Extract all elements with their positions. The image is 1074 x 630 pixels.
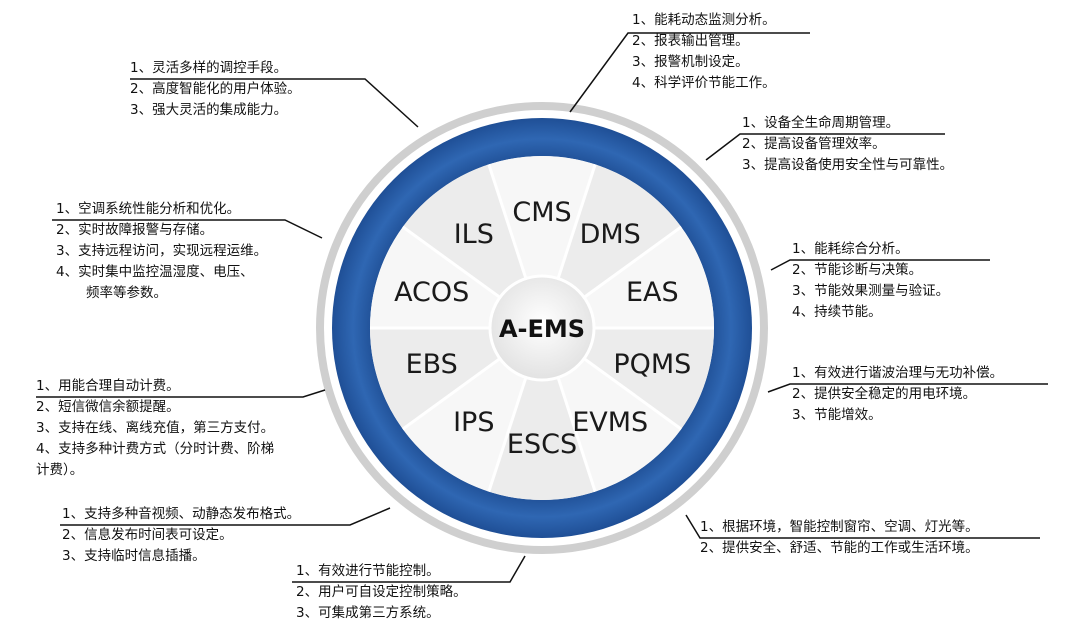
callout-pqms: 1、有效进行谐波治理与无功补偿。 2、提供安全稳定的用电环境。 3、节能增效。: [792, 363, 1003, 426]
leader-ebs: [36, 389, 326, 398]
callout-ebs: 1、用能合理自动计费。 2、短信微信余额提醒。 3、支持在线、离线充值，第三方支付。…: [36, 376, 274, 481]
callout-item: 2、节能诊断与决策。: [792, 262, 923, 278]
leader-cms: [569, 32, 810, 113]
callout-item: 1、用能合理自动计费。: [36, 378, 180, 394]
callout-acos: 1、空调系统性能分析和优化。 2、实时故障报警与存储。 3、支持远程访问，实现远程运…: [56, 199, 267, 304]
callout-cms: 1、能耗动态监测分析。 2、报表输出管理。 3、报警机制设定。 4、科学评价节能工作。: [632, 10, 776, 94]
callout-item: 3、报警机制设定。: [632, 54, 749, 70]
callout-escs: 1、有效进行节能控制。 2、用户可自设定控制策略。 3、可集成第三方系统。: [296, 561, 467, 624]
callout-item: 1、能耗综合分析。: [792, 241, 909, 257]
callout-item: 4、科学评价节能工作。: [632, 75, 776, 91]
leader-lines: [36, 32, 1048, 583]
callout-item: 计费）。: [36, 462, 84, 478]
leader-dms: [705, 133, 945, 161]
callout-item: 2、提供安全稳定的用电环境。: [792, 386, 977, 402]
callout-item: 1、灵活多样的调控手段。: [130, 60, 288, 76]
segment-divider: [401, 357, 501, 431]
callout-item: 3、节能增效。: [792, 407, 882, 423]
segment-divider: [487, 377, 528, 493]
callout-item: 1、能耗动态监测分析。: [632, 12, 776, 28]
leader-evms: [685, 514, 1040, 539]
segment-divider: [583, 225, 683, 299]
segment-escs: [488, 328, 596, 501]
center-label: A-EMS: [499, 315, 585, 343]
segment-label-ebs: EBS: [406, 349, 458, 380]
callout-item: 1、根据环境，智能控制窗帘、空调、灯光等。: [700, 519, 979, 535]
leader-acos: [52, 219, 323, 239]
callout-item: 2、实时故障报警与存储。: [56, 222, 214, 238]
hub-circle: [488, 274, 596, 382]
segment-label-ips: IPS: [453, 407, 494, 438]
segment-divider: [556, 377, 597, 493]
callout-item: 3、支持在线、离线充值，第三方支付。: [36, 420, 275, 436]
leader-eas: [770, 259, 990, 271]
callout-ips: 1、支持多种音视频、动静态发布格式。 2、信息发布时间表可设定。 3、支持临时信息插…: [62, 504, 300, 567]
callout-item: 2、高度智能化的用户体验。: [130, 81, 301, 97]
segment-label-pqms: PQMS: [613, 349, 691, 380]
callout-item: 4、实时集中监控温湿度、电压、: [56, 264, 254, 280]
dividers-group: [370, 163, 714, 493]
callout-item: 3、强大灵活的集成能力。: [130, 102, 288, 118]
segment-cms: [488, 155, 596, 328]
callout-item: 2、提高设备管理效率。: [742, 136, 886, 152]
callout-item: 频率等参数。: [86, 285, 167, 301]
segment-ips: [402, 328, 542, 492]
segment-evms: [542, 328, 682, 492]
segment-label-ils: ILS: [454, 219, 494, 250]
segment-ils: [402, 164, 542, 328]
callout-item: 2、用户可自设定控制策略。: [296, 584, 467, 600]
segment-divider: [401, 225, 501, 299]
callout-item: 4、持续节能。: [792, 304, 882, 320]
segment-label-eas: EAS: [626, 277, 679, 308]
callout-eas: 1、能耗综合分析。 2、节能诊断与决策。 3、节能效果测量与验证。 4、持续节能。: [792, 239, 949, 323]
segment-divider: [556, 163, 597, 279]
callout-item: 2、报表输出管理。: [632, 33, 749, 49]
callout-item: 2、短信微信余额提醒。: [36, 399, 180, 415]
callout-item: 1、空调系统性能分析和优化。: [56, 201, 241, 217]
segment-divider: [583, 357, 683, 431]
callout-item: 3、可集成第三方系统。: [296, 605, 440, 621]
leader-ips: [60, 507, 391, 526]
segment-divider: [487, 163, 528, 279]
callout-item: 1、有效进行谐波治理与无功补偿。: [792, 365, 1004, 381]
callout-item: 3、支持远程访问，实现远程运维。: [56, 243, 268, 259]
segment-dms: [542, 164, 682, 328]
segment-label-escs: ESCS: [507, 429, 577, 460]
callout-item: 1、支持多种音视频、动静态发布格式。: [62, 506, 301, 522]
callout-item: 2、提供安全、舒适、节能的工作或生活环境。: [700, 540, 979, 556]
leader-pqms: [767, 383, 1048, 393]
segment-label-dms: DMS: [580, 219, 641, 250]
callout-item: 1、设备全生命周期管理。: [742, 115, 900, 131]
callout-ils: 1、灵活多样的调控手段。 2、高度智能化的用户体验。 3、强大灵活的集成能力。: [130, 58, 301, 121]
segment-label-cms: CMS: [512, 197, 571, 228]
callout-item: 3、支持临时信息插播。: [62, 548, 206, 564]
callout-item: 1、有效进行节能控制。: [296, 563, 440, 579]
callout-evms: 1、根据环境，智能控制窗帘、空调、灯光等。 2、提供安全、舒适、节能的工作或生活环…: [700, 517, 979, 559]
segment-label-acos: ACOS: [394, 277, 469, 308]
callout-item: 4、支持多种计费方式（分时计费、阶梯: [36, 441, 275, 457]
segment-label-evms: EVMS: [572, 407, 648, 438]
callout-dms: 1、设备全生命周期管理。 2、提高设备管理效率。 3、提高设备使用安全性与可靠性。: [742, 113, 953, 176]
callout-item: 3、提高设备使用安全性与可靠性。: [742, 157, 954, 173]
callout-item: 3、节能效果测量与验证。: [792, 283, 950, 299]
leader-escs: [292, 555, 526, 583]
callout-item: 2、信息发布时间表可设定。: [62, 527, 233, 543]
leader-ils: [130, 78, 419, 128]
